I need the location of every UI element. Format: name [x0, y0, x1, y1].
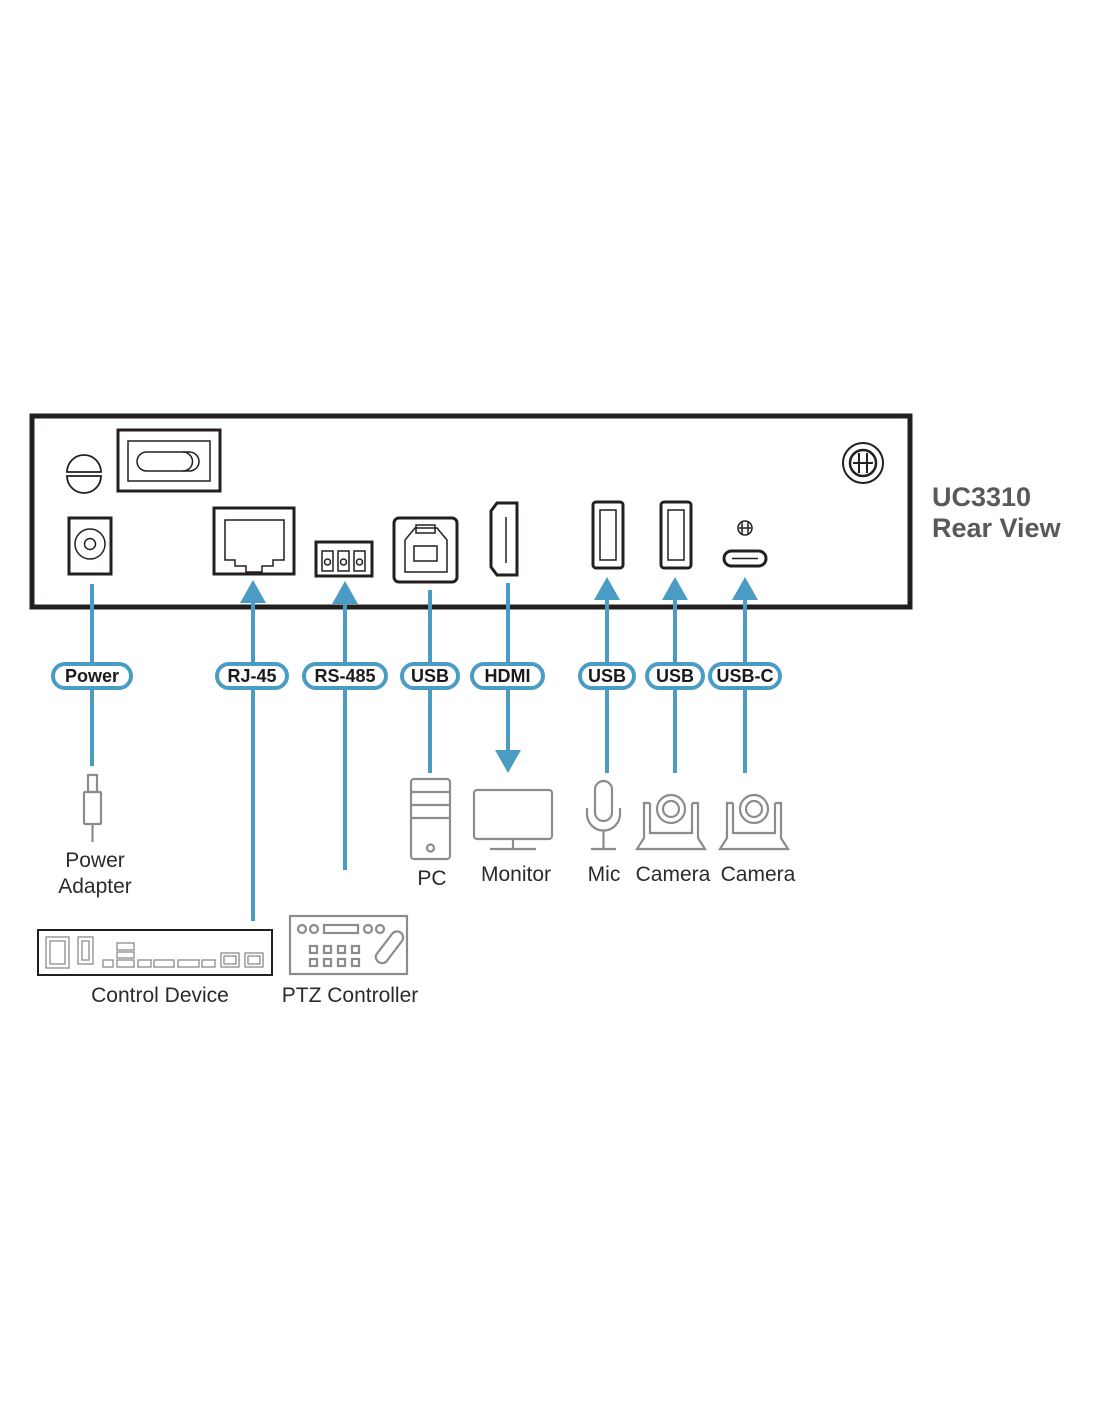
usb-c-screw-icon — [737, 520, 753, 536]
camera-label-2: Camera — [720, 863, 796, 886]
mounting-screw-icon — [842, 442, 884, 484]
ptz-camera-icon — [717, 793, 791, 851]
monitor-label: Monitor — [480, 863, 552, 886]
hdmi-port-icon — [489, 501, 519, 577]
usb-c-port-icon — [722, 549, 768, 568]
view-name: Rear View — [932, 513, 1061, 543]
port-label-usb-a2: USB — [645, 662, 705, 690]
power-adapter-label-line2: Adapter — [58, 875, 132, 898]
dc-power-jack-icon — [67, 516, 113, 576]
port-label-usb-b: USB — [400, 662, 460, 690]
port-label-usb-a1: USB — [578, 662, 636, 690]
usb-b-port-icon — [392, 516, 459, 584]
camera-label-1: Camera — [635, 863, 711, 886]
rj45-port-icon — [212, 506, 296, 576]
usb-a2-arrow-icon — [662, 577, 688, 600]
control-device-icon — [37, 929, 273, 976]
hdmi-arrow-icon — [495, 750, 521, 773]
port-label-usb-c: USB-C — [708, 662, 782, 690]
port-label-hdmi: HDMI — [470, 662, 545, 690]
power-adapter-label-line1: Power — [65, 849, 125, 872]
rj45-arrow-icon — [240, 580, 266, 603]
power-switch-icon — [116, 428, 222, 493]
diagram-title: UC3310 Rear View — [932, 482, 1061, 544]
model-name: UC3310 — [932, 482, 1032, 512]
mic-label: Mic — [587, 863, 621, 886]
pc-label: PC — [417, 867, 447, 890]
rs485-terminal-block-icon — [314, 540, 374, 578]
usb-c-arrow-icon — [732, 577, 758, 600]
pc-tower-icon — [409, 777, 452, 861]
ptz-controller-icon — [288, 914, 409, 976]
port-label-power: Power — [51, 662, 133, 690]
monitor-icon — [472, 788, 554, 851]
port-label-rs485: RS-485 — [302, 662, 388, 690]
usb-a-port-icon — [659, 500, 693, 570]
grounding-screw-icon — [66, 454, 102, 494]
ptz-camera-icon — [634, 793, 708, 851]
rs485-arrow-icon — [332, 581, 358, 604]
usb-a-port-icon — [591, 500, 625, 570]
usb-a1-arrow-icon — [594, 577, 620, 600]
mic-icon — [585, 779, 622, 851]
power-adapter-plug-icon — [82, 773, 103, 842]
port-label-rj45: RJ-45 — [215, 662, 289, 690]
ptz-controller-label: PTZ Controller — [281, 984, 419, 1007]
uc3310-chassis — [29, 413, 913, 610]
power-adapter-label: Power Adapter — [45, 848, 145, 900]
control-device-label: Control Device — [91, 984, 229, 1007]
